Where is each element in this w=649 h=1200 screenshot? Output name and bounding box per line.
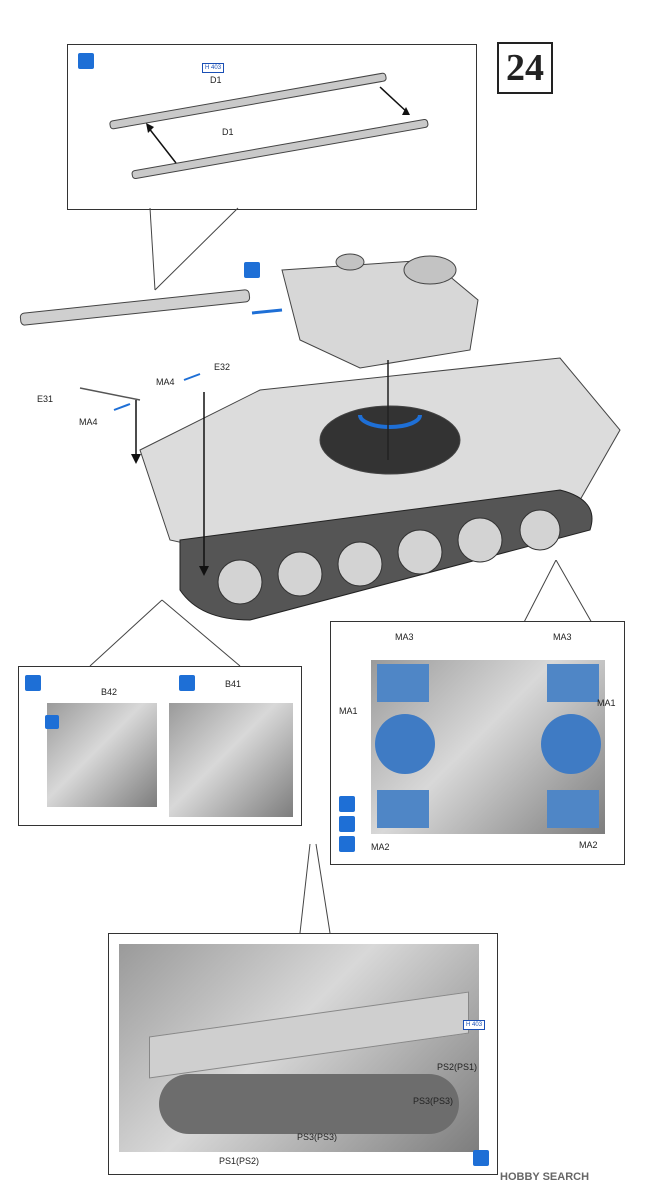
label-e32: E32: [214, 362, 231, 372]
photo-side-skirts: [119, 944, 479, 1152]
road-wheels: [159, 1074, 459, 1134]
label-ma1-right: MA1: [597, 698, 616, 708]
cement-icon: [78, 53, 94, 69]
label-ma4-right: MA4: [156, 377, 175, 387]
callout-lines-top: [149, 207, 239, 291]
panel-side-skirts: H 403 PS2(PS1) PS3(PS3) PS3(PS3) PS1(PS2…: [108, 933, 498, 1175]
part-ref-bottom: H 403: [463, 1020, 486, 1030]
paint-icon: [244, 262, 260, 278]
grille-ma3-left: [377, 664, 429, 702]
label-ps3-right: PS3(PS3): [413, 1096, 454, 1106]
grille-ma3-right: [547, 664, 599, 702]
step-number: 24: [497, 42, 553, 94]
panel-d1-rods: H 403 D1 D1: [67, 44, 477, 210]
sanding-icon: [179, 675, 195, 691]
cement-icon: [25, 675, 41, 691]
label-ps3-left: PS3(PS3): [297, 1132, 338, 1142]
label-ma2-left: MA2: [371, 842, 390, 852]
label-ma3-left: MA3: [395, 632, 414, 642]
label-d1-bottom: D1: [222, 127, 234, 137]
fan-ma1-right: [541, 714, 601, 774]
label-ps2: PS2(PS1): [437, 1062, 478, 1072]
rotate-icon: [339, 816, 355, 832]
label-ma4-left: MA4: [79, 417, 98, 427]
sanding-icon: [45, 715, 59, 729]
rod-d1-top: [109, 72, 387, 130]
cement-icon: [339, 836, 355, 852]
gun-barrel: [19, 289, 251, 326]
callout-lines-mid: [89, 560, 597, 667]
photo-b41: [169, 703, 293, 817]
tank-drawing: [19, 253, 621, 621]
label-b41: B41: [225, 679, 242, 689]
part-ref-top: H 403: [202, 63, 225, 73]
label-ma2-right: MA2: [579, 840, 598, 850]
arrow-left: [147, 126, 177, 164]
rods-drawing: [109, 72, 429, 180]
panel-fenders: B42 B41: [18, 666, 302, 826]
photo-b42: [47, 703, 157, 807]
rod-d1-bottom: [131, 118, 429, 180]
skirt-panel: [149, 991, 469, 1079]
label-d1-top: D1: [210, 75, 222, 85]
grille-ma2-left: [377, 790, 429, 828]
callout-lines-bottom: [299, 843, 331, 934]
label-ps1: PS1(PS2): [219, 1156, 260, 1166]
photo-engine-deck: [371, 660, 605, 834]
label-b42: B42: [101, 687, 118, 697]
watermark: HOBBY SEARCH: [500, 1171, 590, 1183]
panel-engine-deck: MA3 MA3 MA1 MA1 MA2 MA2: [330, 621, 625, 865]
grille-ma2-right: [547, 790, 599, 828]
label-ma1-left: MA1: [339, 706, 358, 716]
cement-icon: [473, 1150, 489, 1166]
label-e31: E31: [37, 394, 54, 404]
fan-ma1-left: [375, 714, 435, 774]
arrow-right: [379, 86, 409, 114]
label-ma3-right: MA3: [553, 632, 572, 642]
paint-icon: [339, 796, 355, 812]
